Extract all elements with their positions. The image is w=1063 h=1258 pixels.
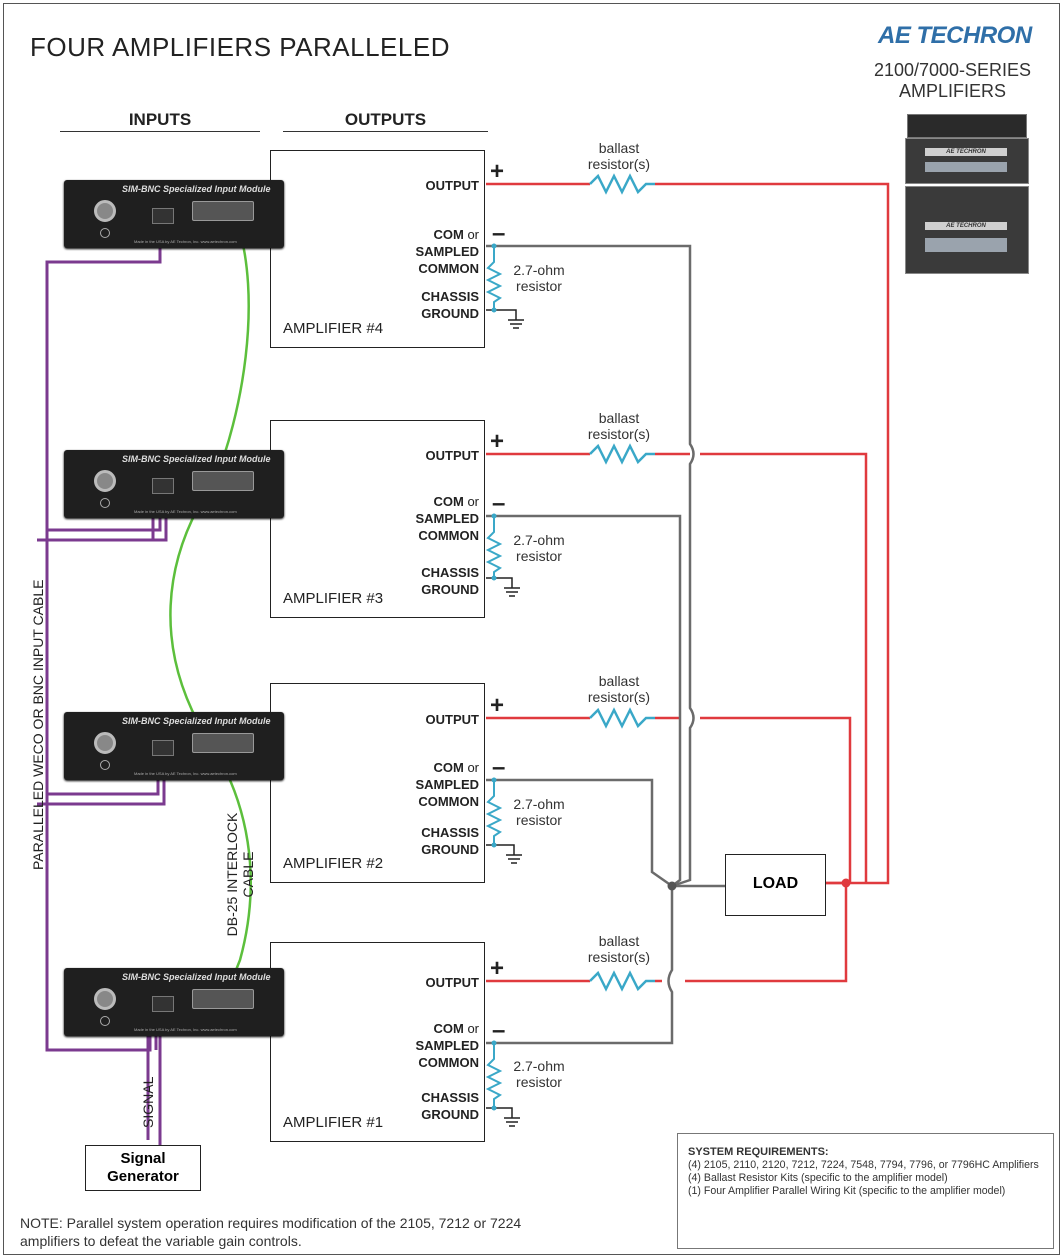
db25-connector-icon [192, 989, 254, 1009]
resistor-label: 2.7-ohm resistor [513, 1058, 565, 1090]
ground-label: GROUND [421, 582, 479, 597]
signal-label: SIGNAL [140, 1076, 156, 1128]
plus-sign: + [490, 158, 505, 185]
signal-generator-box: Signal Generator [85, 1145, 201, 1191]
output-label: OUTPUT [425, 178, 479, 193]
interlock-cable-label: DB-25 INTERLOCK CABLE [224, 812, 256, 937]
com-label: COM or [433, 494, 479, 509]
ballast-label: ballast resistor(s) [587, 410, 651, 442]
common-label: COMMON [418, 794, 479, 809]
ground-icon [100, 498, 110, 508]
brand-logo: AE TECHRON [878, 22, 1032, 49]
minus-sign: – [492, 490, 506, 517]
sense-resistors [485, 246, 503, 1108]
output-wires [486, 182, 890, 983]
output-label: OUTPUT [425, 448, 479, 463]
chassis-label: CHASSIS [421, 1090, 479, 1105]
rack-panel-top: AE TECHRON [925, 148, 1007, 156]
com-label: COM or [433, 1021, 479, 1036]
ballast-label: ballast resistor(s) [587, 140, 651, 172]
inputs-underline [60, 131, 260, 132]
chassis-label: CHASSIS [421, 565, 479, 580]
balanced-terminal-icon [152, 478, 174, 494]
chassis-label: CHASSIS [421, 289, 479, 304]
sampled-label: SAMPLED [415, 1038, 479, 1053]
plus-sign: + [490, 692, 505, 719]
amplifier-name: AMPLIFIER #2 [283, 855, 384, 872]
minus-sign: – [492, 754, 506, 781]
sim-bnc-module: SIM-BNC Specialized Input Module Made in… [64, 712, 284, 780]
com-label: COM or [433, 227, 479, 242]
db25-connector-icon [192, 201, 254, 221]
ground-icon [100, 1016, 110, 1026]
com-label: COM or [433, 760, 479, 775]
requirement-line: (4) Ballast Resistor Kits (specific to t… [688, 1172, 948, 1184]
common-label: COMMON [418, 1055, 479, 1070]
plus-sign: + [490, 955, 505, 982]
ground-icon [100, 228, 110, 238]
db25-connector-icon [192, 471, 254, 491]
plus-sign: + [490, 428, 505, 455]
output-label: OUTPUT [425, 712, 479, 727]
chassis-label: CHASSIS [421, 825, 479, 840]
sampled-label: SAMPLED [415, 511, 479, 526]
ballast-label: ballast resistor(s) [587, 673, 651, 705]
resistor-label: 2.7-ohm resistor [513, 796, 565, 828]
note-text: NOTE: Parallel system operation requires… [20, 1215, 522, 1249]
wire-dots [491, 243, 497, 1111]
requirement-line: (4) 2105, 2110, 2120, 7212, 7224, 7548, … [688, 1159, 1039, 1171]
output-label: OUTPUT [425, 975, 479, 990]
amplifier-name: AMPLIFIER #4 [283, 320, 384, 337]
ground-label: GROUND [421, 306, 479, 321]
series-label: 2100/7000-SERIES AMPLIFIERS [873, 60, 1032, 101]
ballast-label: ballast resistor(s) [587, 933, 651, 965]
amplifier-2: AMPLIFIER #2 [270, 683, 485, 883]
requirement-line: (1) Four Amplifier Parallel Wiring Kit (… [688, 1185, 1006, 1197]
minus-sign: – [492, 220, 506, 247]
sampled-label: SAMPLED [415, 244, 479, 259]
inputs-header: INPUTS [128, 110, 192, 129]
page-title: FOUR AMPLIFIERS PARALLELED [30, 32, 450, 62]
amplifier-name: AMPLIFIER #3 [283, 590, 384, 607]
outputs-underline [283, 131, 488, 132]
page-frame [3, 3, 1060, 1255]
amplifier-name: AMPLIFIER #1 [283, 1114, 384, 1131]
input-cable-label: PARALLELED WECO OR BNC INPUT CABLE [30, 579, 46, 870]
sim-bnc-module: SIM-BNC Specialized Input Module Made in… [64, 180, 284, 248]
bnc-connector-icon [94, 988, 116, 1010]
ground-icon [100, 760, 110, 770]
amplifier-3: AMPLIFIER #3 [270, 420, 485, 618]
bnc-connector-icon [94, 470, 116, 492]
balanced-terminal-icon [152, 208, 174, 224]
balanced-terminal-icon [152, 740, 174, 756]
load-box: LOAD [725, 854, 826, 916]
requirements-title: SYSTEM REQUIREMENTS: [688, 1146, 829, 1158]
outputs-header: OUTPUTS [344, 110, 427, 129]
common-wires [486, 244, 725, 1045]
amplifier-4: AMPLIFIER #4 [270, 150, 485, 348]
minus-sign: – [492, 1017, 506, 1044]
db25-connector-icon [192, 733, 254, 753]
ballast-resistors [589, 173, 655, 992]
resistor-label: 2.7-ohm resistor [513, 532, 565, 564]
sim-bnc-module: SIM-BNC Specialized Input Module Made in… [64, 968, 284, 1036]
resistor-label: 2.7-ohm resistor [513, 262, 565, 294]
ground-label: GROUND [421, 1107, 479, 1122]
common-junction [667, 881, 677, 891]
rack-panel-bottom: AE TECHRON [925, 222, 1007, 230]
ground-label: GROUND [421, 842, 479, 857]
common-label: COMMON [418, 261, 479, 276]
sim-bnc-module: SIM-BNC Specialized Input Module Made in… [64, 450, 284, 518]
interlock-cable [169, 214, 252, 1002]
amplifier-rack-image: AE TECHRON AE TECHRON [905, 114, 1029, 274]
sampled-label: SAMPLED [415, 777, 479, 792]
ground-symbols [486, 309, 524, 1127]
system-requirements: SYSTEM REQUIREMENTS: (4) 2105, 2110, 212… [677, 1133, 1054, 1249]
bnc-connector-icon [94, 200, 116, 222]
amplifier-1: AMPLIFIER #1 [270, 942, 485, 1142]
bnc-connector-icon [94, 732, 116, 754]
balanced-terminal-icon [152, 996, 174, 1012]
common-label: COMMON [418, 528, 479, 543]
